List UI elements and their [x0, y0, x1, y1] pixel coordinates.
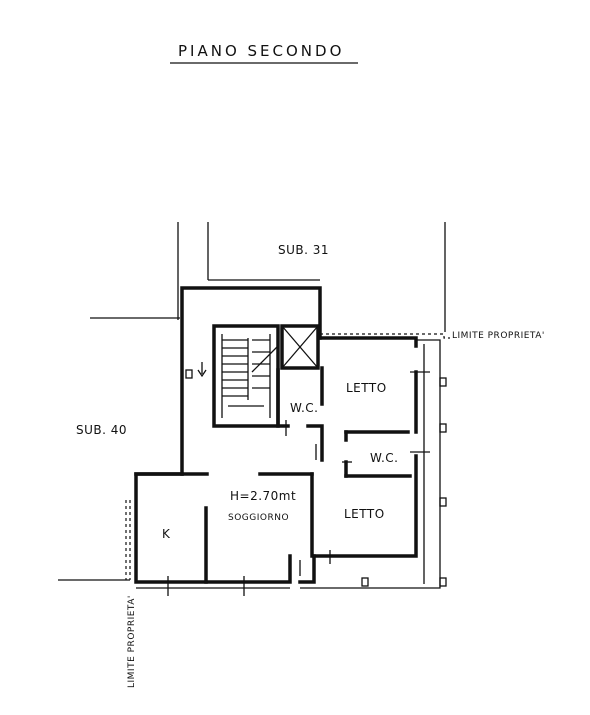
label-sub40: SUB. 40 — [76, 423, 127, 437]
label-limite-right: LIMITE PROPRIETA' — [452, 331, 545, 341]
property-limit-lines — [125, 333, 450, 580]
terrace-outline — [136, 339, 447, 589]
wc-right-walls — [344, 430, 412, 478]
elevator-shaft — [280, 324, 320, 370]
label-letto-top: LETTO — [346, 381, 387, 395]
opening-marks — [167, 371, 430, 596]
label-wc-left: W.C. — [290, 401, 319, 415]
exterior-walls — [134, 286, 418, 584]
label-kitchen: K — [162, 527, 171, 541]
plan-title: PIANO SECONDO — [178, 42, 344, 60]
neighbour-boundaries — [58, 222, 446, 581]
label-soggiorno: SOGGIORNO — [228, 513, 289, 523]
label-limite-bottom: LIMITE PROPRIETA' — [127, 595, 137, 688]
wc-left-walls — [276, 366, 324, 462]
label-letto-bottom: LETTO — [344, 507, 385, 521]
label-sub31: SUB. 31 — [278, 243, 329, 257]
interior-walls — [204, 472, 314, 584]
stair-block — [197, 324, 280, 428]
label-height: H=2.70mt — [230, 489, 296, 503]
label-wc-right: W.C. — [370, 451, 399, 465]
